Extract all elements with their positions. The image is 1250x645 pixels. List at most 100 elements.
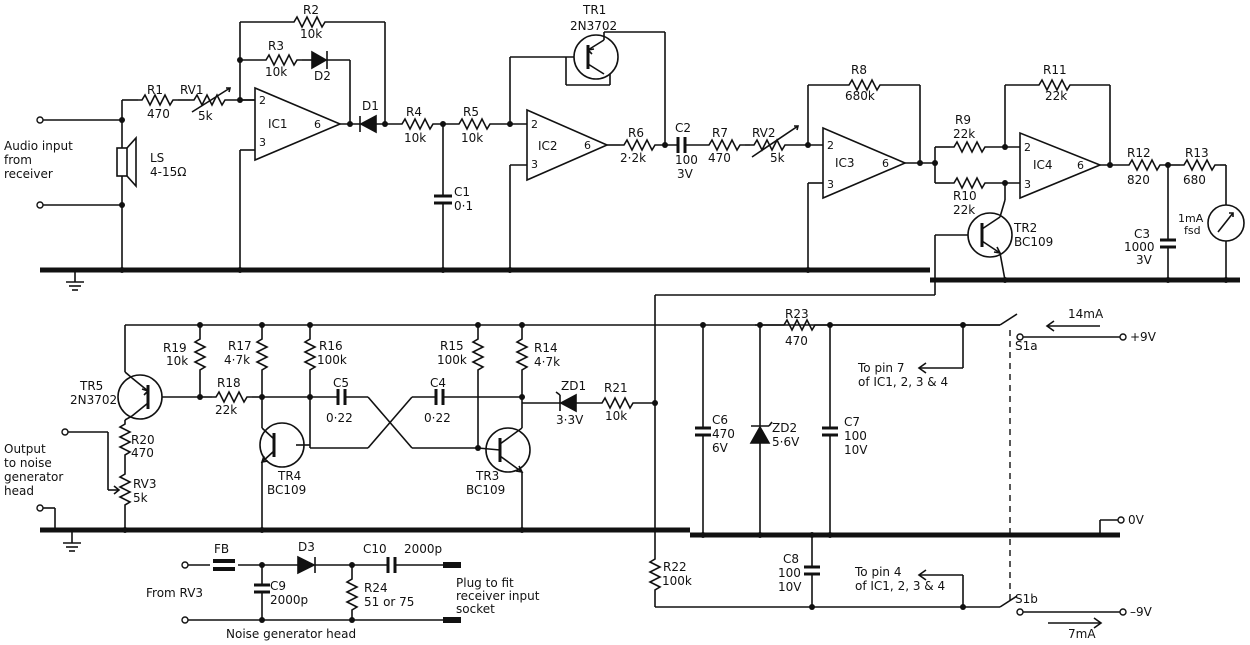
svg-text:Plug to fit: Plug to fit [456,576,514,590]
cross-coupling [309,375,481,451]
svg-text:2: 2 [1024,141,1031,154]
svg-text:R21: R21 [604,381,628,395]
meter-icon: 1mA fsd [1178,204,1245,283]
svg-text:R17: R17 [228,339,252,353]
resistor-r7: R7 470 [704,126,746,165]
svg-text:51 or 75: 51 or 75 [364,595,414,609]
resistor-r21: R21 10k [597,381,658,423]
resistor-r6: R6 2·2k [607,126,678,165]
svg-text:100: 100 [844,429,867,443]
svg-text:TR1: TR1 [582,3,606,17]
resistor-r12: R12 820 [1124,146,1180,187]
resistor-r1: R1 470 [122,83,179,121]
svg-text:10k: 10k [605,409,627,423]
svg-text:R16: R16 [319,339,343,353]
svg-text:2N3702: 2N3702 [70,393,117,407]
svg-text:470: 470 [712,427,735,441]
svg-text:7mA: 7mA [1068,627,1096,641]
resistor-r23: R23 470 [755,307,821,348]
resistor-r17: R17 4·7k [224,322,268,420]
zener-zd2: ZD2 5·6V [749,322,800,538]
svg-text:of IC1, 2, 3 & 4: of IC1, 2, 3 & 4 [858,375,948,389]
zener-zd1: ZD1 3·3V [522,379,598,427]
capacitor-c6: C6 470 6V [695,322,735,538]
svg-text:3: 3 [1024,178,1031,191]
transistor-tr1: TR1 2N3702 [510,3,666,145]
svg-text:6: 6 [314,118,321,131]
svg-text:4·7k: 4·7k [224,353,250,367]
op-amp-ic3: IC3 2 3 6 [805,85,935,273]
svg-text:R19: R19 [163,341,187,355]
svg-text:of IC1, 2, 3 & 4: of IC1, 2, 3 & 4 [855,579,945,593]
svg-text:R1: R1 [147,83,163,97]
diode-d2: D2 [302,50,351,124]
svg-text:S1a: S1a [1015,339,1038,353]
resistor-r4: R4 10k [397,105,455,145]
svg-text:R6: R6 [628,126,644,140]
svg-text:C4: C4 [430,376,446,390]
svg-text:D1: D1 [362,99,379,113]
svg-text:Noise generator head: Noise generator head [226,627,356,641]
middle-zero-rail: 0V [40,513,1145,552]
capacitor-c2: C2 100 3V [675,121,705,181]
capacitor-c7: C7 100 10V [820,322,965,538]
svg-text:R12: R12 [1127,146,1151,160]
svg-text:5k: 5k [770,151,785,165]
variable-resistor-rv2: RV2 5k [745,125,823,165]
svg-text:2000p: 2000p [270,593,308,607]
svg-text:3: 3 [259,136,266,149]
svg-text:470: 470 [708,151,731,165]
svg-text:R10: R10 [953,189,977,203]
capacitor-c9: C9 2000p [254,565,308,623]
resistor-r9: R9 22k [932,113,1020,183]
resistor-r5: R5 10k [454,105,527,145]
svg-text:3: 3 [827,178,834,191]
link-tr2-base [654,235,936,403]
op-amp-ic2: IC2 2 3 6 [507,57,609,273]
svg-text:5k: 5k [133,491,148,505]
svg-text:C9: C9 [270,579,286,593]
svg-text:C1: C1 [454,185,470,199]
transistor-tr3: TR3 BC109 [466,427,531,533]
resistor-r16: R16 100k [304,322,347,400]
svg-text:socket: socket [456,602,495,616]
resistor-r20: R20 470 [119,419,155,461]
svg-text:FB: FB [214,542,229,556]
svg-text:R8: R8 [851,63,867,77]
svg-text:0V: 0V [1128,513,1145,527]
noise-head-top-wire: FB [181,542,298,571]
svg-text:R7: R7 [712,126,728,140]
svg-text:–9V: –9V [1130,605,1153,619]
transistor-tr5: TR5 2N3702 [70,325,200,421]
svg-text:R20: R20 [131,433,155,447]
svg-text:C8: C8 [783,552,799,566]
svg-text:Audio input: Audio input [4,139,73,153]
svg-text:680k: 680k [845,89,875,103]
variable-resistor-rv3: RV3 5k [68,431,157,533]
svg-text:receiver input: receiver input [456,589,540,603]
svg-text:receiver: receiver [4,167,53,181]
svg-text:R5: R5 [463,105,479,119]
svg-text:3V: 3V [1136,253,1153,267]
svg-text:TR3: TR3 [475,469,499,483]
svg-text:22k: 22k [953,127,975,141]
svg-text:C2: C2 [675,121,691,135]
svg-text:2: 2 [259,94,266,107]
capacitor-c5: C5 0·22 [262,376,368,425]
svg-text:head: head [4,484,34,498]
diode-d3: D3 [297,540,388,575]
svg-text:100k: 100k [437,353,467,367]
resistor-r22: R22 100k [649,403,1000,608]
svg-text:100k: 100k [662,574,692,588]
svg-text:R9: R9 [955,113,971,127]
svg-text:R11: R11 [1043,63,1067,77]
svg-text:0·22: 0·22 [424,411,451,425]
svg-text:5·6V: 5·6V [772,435,800,449]
svg-text:C7: C7 [844,415,860,429]
svg-text:To pin 7: To pin 7 [857,361,904,375]
svg-text:fsd: fsd [1184,224,1201,237]
svg-text:0·22: 0·22 [326,411,353,425]
svg-text:6: 6 [584,139,591,152]
transistor-tr2: TR2 BC109 [935,183,1053,283]
svg-text:To pin 4: To pin 4 [854,565,901,579]
